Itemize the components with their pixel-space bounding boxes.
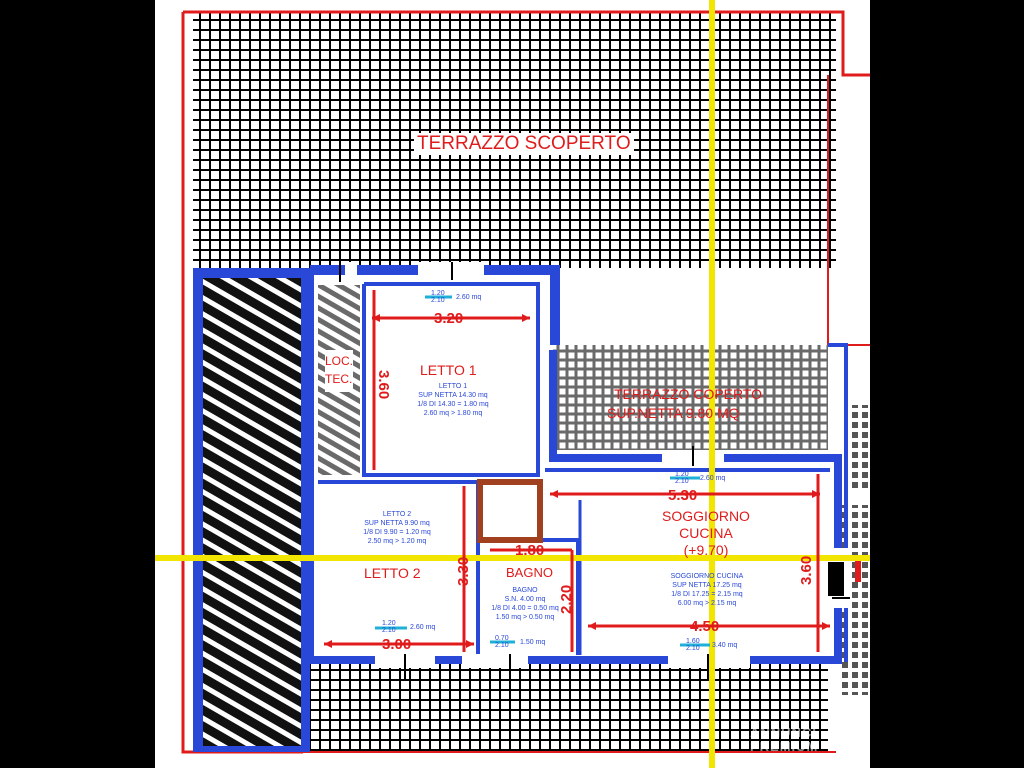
window-2-area: 2.60 mq	[700, 475, 726, 482]
corridor-frame	[477, 479, 543, 543]
left-hatched-area	[203, 278, 301, 746]
letto2-info: LETTO 2 SUP NETTA 9.90 mq 1/8 DI 9.90 = …	[354, 510, 440, 546]
bagno-label: BAGNO	[506, 565, 553, 580]
dimension-lines	[324, 290, 830, 652]
watermark-line-1: ANNUNCI	[750, 725, 817, 740]
window-3-area: 2.60 mq	[410, 624, 436, 631]
terrazzo-coperto-sup: SUP.NETTA 9.80 MQ	[607, 405, 740, 421]
soggiorno-line-1: SOGGIORNO	[662, 508, 750, 524]
dim-soggiorno-width: 5.30	[668, 487, 698, 504]
info-line: 6.00 mq > 2.15 mq	[677, 600, 737, 607]
window-height: 0.70	[495, 635, 509, 642]
info-line: S.N. 4.00 mq	[504, 596, 546, 603]
loc-tec-label-2: TEC.	[325, 372, 353, 386]
info-line: SUP NETTA 9.90 mq	[364, 520, 430, 527]
dim-letto1-width: 3.20	[434, 310, 464, 327]
dim-bagno-width: 1.80	[515, 542, 545, 559]
soggiorno-label: SOGGIORNO CUCINA (+9.70)	[646, 508, 766, 559]
terrazzo-coperto-floor	[553, 345, 828, 450]
info-line: 2.50 mq > 1.20 mq	[367, 538, 427, 545]
window-height: 1.20	[382, 620, 396, 627]
dim-letto2-width: 3.00	[382, 636, 412, 653]
dim-soggiorno-height: 3.60	[798, 555, 815, 585]
watermark-line-2: PREMIUM	[750, 739, 819, 754]
window-width: 2.10	[431, 297, 445, 304]
info-line: 1/8 DI 17.25 = 2.15 mq	[671, 591, 743, 598]
watermark-logo: ANNUNCI PREMIUM	[750, 726, 818, 754]
info-line: SUP NETTA 17.25 mq	[672, 582, 742, 589]
dim-letto2-height: 3.30	[455, 556, 472, 586]
window-width: 2.10	[495, 642, 509, 649]
info-line: 1/8 DI 14.30 = 1.80 mq	[417, 401, 489, 408]
loc-tec-label-1: LOC.	[325, 354, 354, 368]
info-line: SOGGIORNO CUCINA	[670, 573, 744, 580]
letto1-label: LETTO 1	[420, 362, 477, 378]
info-line: 1.50 mq > 0.50 mq	[495, 614, 555, 621]
window-height: 1.20	[431, 290, 445, 297]
terrazzo-scoperto-label: TERRAZZO SCOPERTO	[414, 133, 634, 155]
dim-bagno-height: 2.20	[558, 584, 575, 614]
window-4-area: 1.50 mq	[520, 639, 546, 646]
window-width: 2.10	[382, 627, 396, 634]
window-1-area: 2.60 mq	[456, 294, 482, 301]
soggiorno-line-2: CUCINA	[679, 525, 733, 541]
soggiorno-line-3: (+9.70)	[683, 542, 729, 558]
info-line: 2.60 mq > 1.80 mq	[423, 410, 483, 417]
info-line: 1/8 DI 9.90 = 1.20 mq	[363, 529, 431, 536]
window-height: 1.20	[675, 471, 689, 478]
info-line: LETTO 1	[438, 383, 468, 390]
soggiorno-info: SOGGIORNO CUCINA SUP NETTA 17.25 mq 1/8 …	[662, 572, 752, 608]
dim-letto1-height: 3.60	[375, 370, 392, 400]
lower-terrace-floor	[303, 660, 828, 752]
info-line: BAGNO	[512, 587, 538, 594]
window-width: 2.10	[675, 478, 689, 485]
window-width: 2.10	[686, 645, 700, 652]
window-height: 1.60	[686, 638, 700, 645]
letto2-label: LETTO 2	[364, 565, 421, 581]
letto1-info: LETTO 1 SUP NETTA 14.30 mq 1/8 DI 14.30 …	[410, 382, 496, 418]
terrazzo-coperto-label: TERRAZZO COPERTO	[614, 386, 763, 402]
window-5-area: 3.40 mq	[712, 642, 738, 649]
info-line: LETTO 2	[382, 511, 412, 518]
dim-soggiorno-width-2: 4.50	[690, 618, 720, 635]
info-line: SUP NETTA 14.30 mq	[418, 392, 488, 399]
info-line: 1/8 DI 4.00 = 0.50 mq	[491, 605, 559, 612]
bagno-info: BAGNO S.N. 4.00 mq 1/8 DI 4.00 = 0.50 mq…	[484, 586, 566, 622]
